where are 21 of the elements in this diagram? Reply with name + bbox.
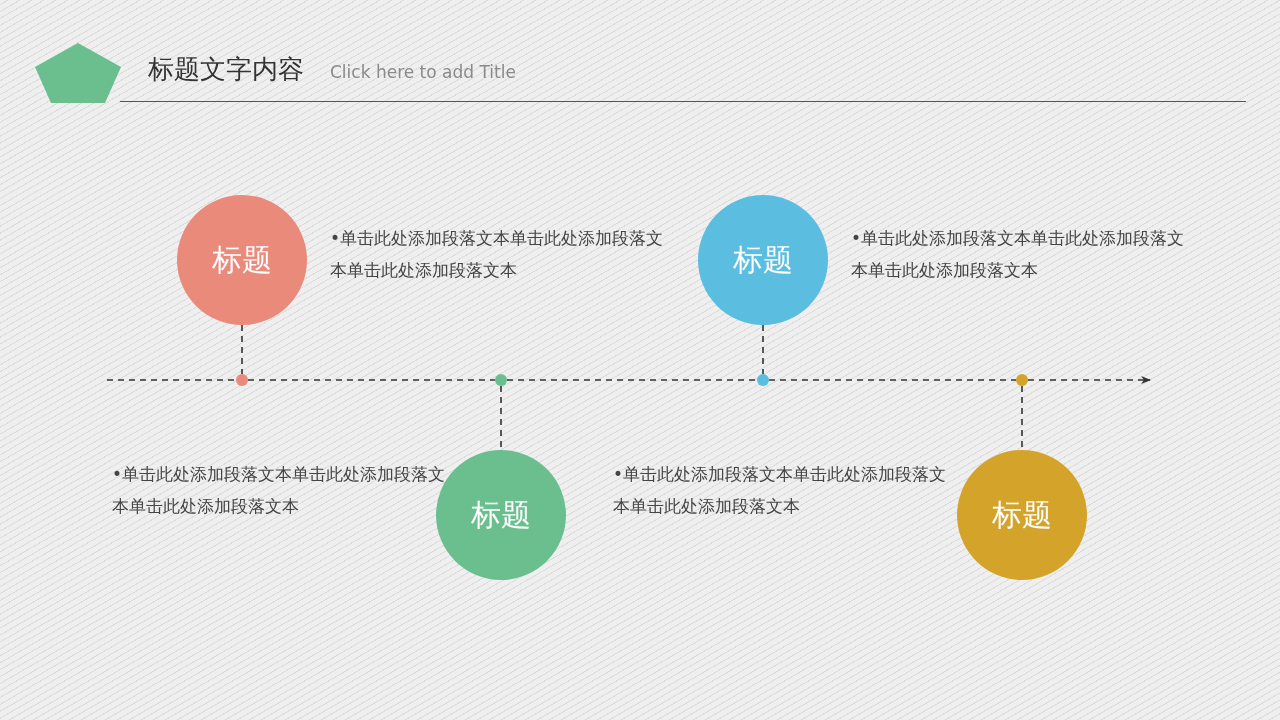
placeholder-text: Click here to add Title	[330, 62, 516, 82]
timeline-dot	[236, 374, 248, 386]
paragraph-text: •单击此处添加段落文本单击此处添加段落文本单击此处添加段落文本	[112, 463, 446, 518]
milestone-title: 标题	[733, 240, 793, 279]
milestone-title: 标题	[471, 495, 531, 534]
paragraph-text: •单击此处添加段落文本单击此处添加段落文本单击此处添加段落文本	[851, 227, 1185, 282]
dashed-connector	[247, 379, 496, 381]
timeline-arrow	[1027, 376, 1151, 384]
timeline-dot	[495, 374, 507, 386]
milestone-title: 标题	[992, 495, 1052, 534]
paragraph-text: •单击此处添加段落文本单击此处添加段落文本单击此处添加段落文本	[613, 463, 947, 518]
timeline-dot	[1016, 374, 1028, 386]
milestone-title: 标题	[212, 240, 272, 279]
dashed-connector	[241, 324, 243, 375]
dashed-connector	[768, 379, 1017, 381]
dashed-connector	[762, 324, 764, 375]
dashed-connector	[506, 379, 758, 381]
timeline-dot	[757, 374, 769, 386]
slide-title: 标题文字内容	[148, 53, 304, 86]
paragraph-text: •单击此处添加段落文本单击此处添加段落文本单击此处添加段落文本	[330, 227, 664, 282]
dashed-connector	[106, 379, 237, 381]
